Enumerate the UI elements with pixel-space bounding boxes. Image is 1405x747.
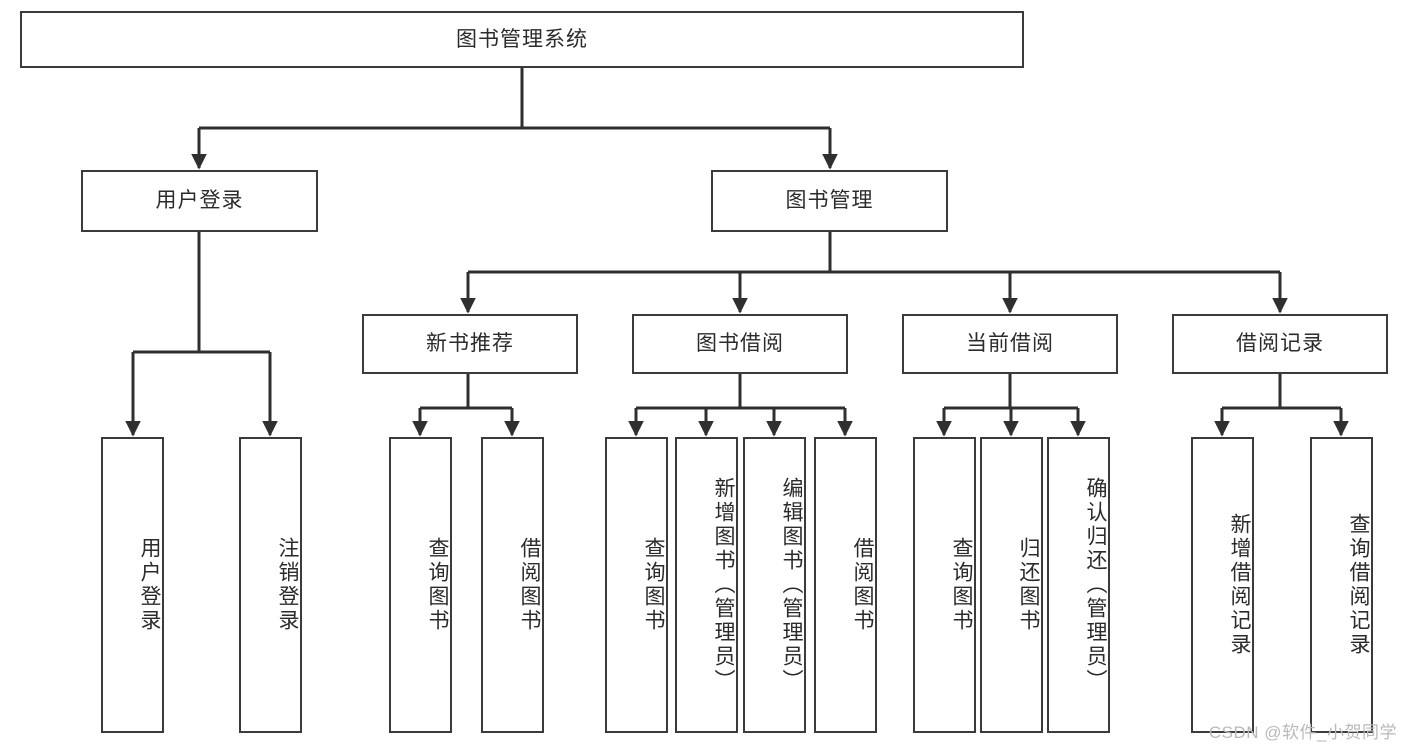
leaf-query-book-newbook[interactable]: 查询图书: [389, 437, 452, 733]
node-book-management[interactable]: 图书管理: [711, 170, 948, 232]
node-user-login-label: 用户登录: [155, 189, 244, 213]
node-current-borrow[interactable]: 当前借阅: [902, 314, 1118, 374]
leaf-edit-book-admin[interactable]: 编辑图书（管理员）: [743, 437, 806, 733]
leaf-query-borrow-record[interactable]: 查询借阅记录: [1310, 437, 1373, 733]
node-borrow-record-label: 借阅记录: [1236, 332, 1324, 356]
leaf-query-book-borrow-label: 查询图书: [642, 537, 665, 633]
leaf-user-login[interactable]: 用户登录: [101, 437, 164, 733]
node-root[interactable]: 图书管理系统: [20, 11, 1024, 68]
leaf-borrow-book-newbook[interactable]: 借阅图书: [481, 437, 544, 733]
leaf-borrow-book[interactable]: 借阅图书: [814, 437, 877, 733]
leaf-edit-book-admin-label: 编辑图书（管理员）: [780, 477, 803, 693]
node-book-management-label: 图书管理: [785, 189, 874, 213]
leaf-query-borrow-record-label: 查询借阅记录: [1347, 513, 1370, 657]
leaf-query-book-borrow[interactable]: 查询图书: [605, 437, 668, 733]
leaf-borrow-book-newbook-label: 借阅图书: [518, 537, 541, 633]
leaf-query-book-newbook-label: 查询图书: [426, 537, 449, 633]
leaf-add-book-admin[interactable]: 新增图书（管理员）: [675, 437, 738, 733]
node-user-login[interactable]: 用户登录: [81, 170, 318, 232]
node-book-borrow-label: 图书借阅: [696, 332, 784, 356]
node-root-label: 图书管理系统: [456, 27, 588, 51]
leaf-confirm-return-admin[interactable]: 确认归还（管理员）: [1047, 437, 1110, 733]
leaf-add-borrow-record-label: 新增借阅记录: [1228, 513, 1251, 657]
leaf-user-login-label: 用户登录: [138, 537, 161, 633]
leaf-add-borrow-record[interactable]: 新增借阅记录: [1191, 437, 1254, 733]
leaf-query-book-current-label: 查询图书: [950, 537, 973, 633]
node-new-book-recommend-label: 新书推荐: [426, 332, 514, 356]
csdn-watermark: CSDN @软件_小贺同学: [1208, 723, 1397, 742]
leaf-return-book-label: 归还图书: [1017, 537, 1040, 633]
leaf-return-book[interactable]: 归还图书: [980, 437, 1043, 733]
node-borrow-record[interactable]: 借阅记录: [1172, 314, 1388, 374]
node-book-borrow[interactable]: 图书借阅: [632, 314, 848, 374]
node-new-book-recommend[interactable]: 新书推荐: [362, 314, 578, 374]
leaf-logout[interactable]: 注销登录: [239, 437, 302, 733]
node-current-borrow-label: 当前借阅: [966, 332, 1054, 356]
leaf-add-book-admin-label: 新增图书（管理员）: [712, 477, 735, 693]
leaf-confirm-return-admin-label: 确认归还（管理员）: [1084, 477, 1107, 693]
leaf-borrow-book-label: 借阅图书: [851, 537, 874, 633]
leaf-query-book-current[interactable]: 查询图书: [913, 437, 976, 733]
leaf-logout-label: 注销登录: [276, 537, 299, 633]
